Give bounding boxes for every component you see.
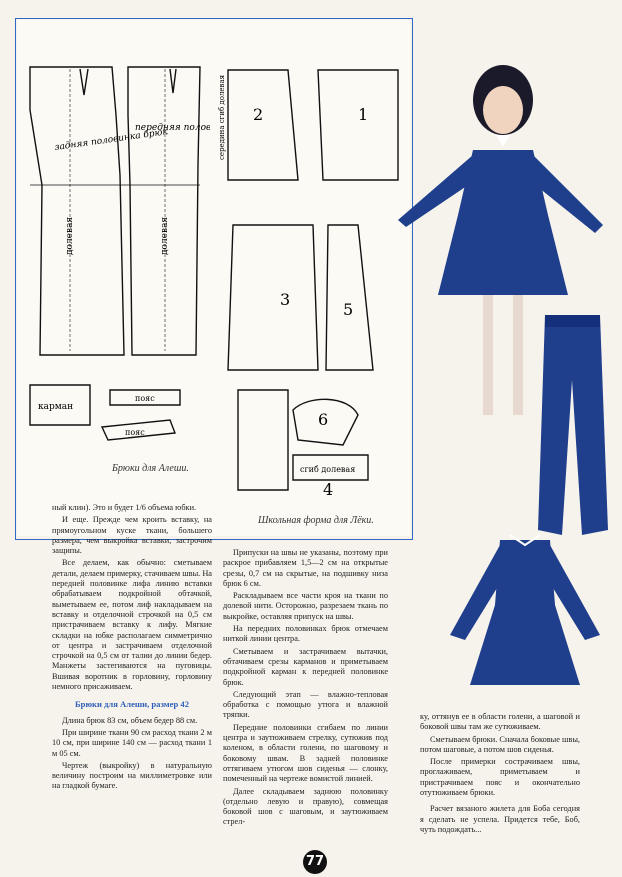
caption-trousers: Брюки для Алеши. — [112, 463, 189, 474]
part-5: 5 — [343, 300, 353, 319]
paragraph: ку, оттянув ее в области голени, а шагов… — [420, 712, 580, 732]
belt-label-left2: пояс — [125, 428, 145, 437]
section-heading: Брюки для Алеши, размер 42 — [75, 699, 189, 710]
paragraph: Расчет вязаного жилета для Боба сегодня … — [420, 804, 580, 834]
paragraph: На передних половинках брюк отмечаем нит… — [223, 624, 388, 644]
paragraph: Все делаем, как обычно: сметываем детали… — [52, 558, 212, 692]
paragraph: Длина брюк 83 см, объем бедер 88 см. — [62, 715, 198, 725]
paragraph: При ширине ткани 90 см расход ткани 2 м … — [52, 727, 212, 758]
paragraph: И еще. Прежде чем кроить вставку, на пря… — [52, 515, 212, 556]
mid-fold-label: середина сгиб долевая — [218, 74, 226, 160]
paragraph: Раскладываем все части кроя на ткани по … — [223, 591, 388, 621]
paragraph: Припуски на швы не указаны, поэтому при … — [223, 548, 388, 588]
dress-illustration — [450, 534, 600, 685]
pattern-panel — [17, 20, 410, 536]
fold-grain-label: сгиб долевая — [300, 465, 355, 474]
part-3: 3 — [280, 290, 290, 309]
part-2: 2 — [253, 105, 263, 124]
grain-line-right: долевая — [160, 217, 170, 255]
caption-uniform: Школьная форма для Лёки. — [258, 515, 374, 526]
paragraph: После примерки сострачиваем швы, проглаж… — [420, 757, 580, 798]
belt-label-left: пояс — [135, 394, 155, 403]
paragraph: ный клин). Это и будет 1/6 объема юбки. — [52, 503, 197, 512]
paragraph: Передние половинки сгибаем по линии цент… — [223, 722, 388, 784]
part-4: 4 — [323, 480, 333, 499]
page-number: 77 — [303, 850, 327, 874]
paragraph: Далее складываем заднюю половинку (отдел… — [223, 786, 388, 827]
girl-uniform-illustration — [398, 65, 603, 415]
paragraph: Сметываем и застрачиваем вытачки, обтачи… — [223, 646, 388, 687]
pocket-label: карман — [38, 402, 73, 412]
trousers-illustration — [538, 315, 608, 535]
trousers-pattern: задняя половинка брюк передняя половинка… — [29, 66, 210, 441]
part-1: 1 — [358, 105, 368, 124]
paragraph: Сметываем брюки. Сначала боковые швы, по… — [420, 734, 580, 754]
text-column-2: Припуски на швы не указаны, поэтому при … — [223, 548, 388, 830]
paragraph: Чертеж (выкройку) в натуральную величину… — [52, 760, 212, 791]
uniform-pattern: 2 1 3 5 6 4 середина сгиб долевая сгиб д… — [218, 69, 399, 499]
paragraph: Следующий этап — влажно-тепловая обработ… — [223, 689, 388, 720]
grain-line-left: долевая — [65, 217, 75, 255]
front-trousers-label: передняя половинка брюк — [135, 122, 210, 133]
pattern-frame — [15, 18, 413, 540]
text-column-1: ный клин). Это и будет 1/6 объема юбки. … — [52, 503, 212, 794]
text-column-3: ку, оттянув ее в области голени, а шагов… — [420, 712, 580, 837]
part-6: 6 — [318, 410, 328, 429]
